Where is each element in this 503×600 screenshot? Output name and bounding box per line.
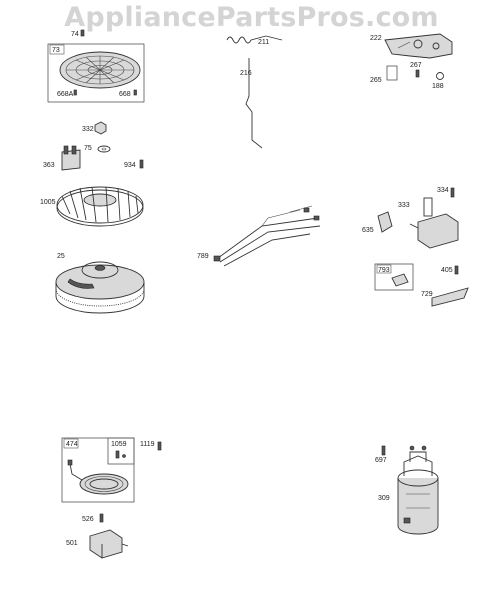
callout-222[interactable]: 222 bbox=[370, 35, 382, 42]
rotating-screen-group: 73 74 668A 668 bbox=[47, 29, 145, 103]
callout-474[interactable]: 474 bbox=[66, 441, 78, 448]
washer-75[interactable] bbox=[97, 145, 111, 153]
wire-harness-group: 789 bbox=[197, 205, 321, 267]
callout-333[interactable]: 333 bbox=[398, 202, 410, 209]
starter-group: 697 309 bbox=[375, 445, 439, 535]
armature-group: 334 333 635 bbox=[362, 187, 459, 249]
wire-harness-789[interactable] bbox=[217, 217, 319, 259]
callout-1119[interactable]: 1119 bbox=[140, 441, 155, 448]
part-box-73 bbox=[47, 43, 145, 103]
callout-729[interactable]: 729 bbox=[421, 291, 433, 298]
screw-1119[interactable] bbox=[157, 441, 162, 451]
rectifier-group: 526 501 bbox=[66, 513, 129, 559]
screw-334[interactable] bbox=[450, 187, 455, 198]
callout-216[interactable]: 216 bbox=[240, 70, 252, 77]
callout-188[interactable]: 188 bbox=[432, 83, 444, 90]
callout-501[interactable]: 501 bbox=[66, 540, 78, 547]
callout-309[interactable]: 309 bbox=[378, 495, 390, 502]
part-box-1059 bbox=[107, 437, 135, 465]
ground-parts-group: 793 405 729 bbox=[374, 263, 469, 307]
callout-25[interactable]: 25 bbox=[57, 253, 65, 260]
alternator-474[interactable] bbox=[79, 473, 129, 495]
callout-334[interactable]: 334 bbox=[437, 187, 449, 194]
screw-526[interactable] bbox=[99, 513, 104, 523]
governor-spring-group: 211 216 bbox=[226, 35, 283, 149]
callout-697[interactable]: 697 bbox=[375, 457, 387, 464]
callout-405[interactable]: 405 bbox=[441, 267, 453, 274]
part-793[interactable] bbox=[391, 273, 409, 287]
callout-789[interactable]: 789 bbox=[197, 253, 209, 260]
screw-697[interactable] bbox=[381, 445, 386, 456]
callout-73[interactable]: 73 bbox=[52, 47, 60, 54]
flywheel-group: 25 bbox=[55, 253, 145, 314]
screw-668a[interactable] bbox=[73, 89, 77, 96]
armature-333[interactable] bbox=[417, 213, 459, 249]
nut-188[interactable] bbox=[436, 72, 444, 80]
fan-group: 1005 bbox=[40, 186, 144, 227]
screw-405[interactable] bbox=[454, 265, 459, 275]
callout-332[interactable]: 332 bbox=[82, 126, 94, 133]
flywheel-hardware-group: 332 75 363 934 bbox=[43, 121, 144, 171]
callout-934[interactable]: 934 bbox=[124, 162, 136, 169]
rectifier-501[interactable] bbox=[89, 529, 123, 559]
control-bracket[interactable] bbox=[384, 33, 453, 59]
callout-75[interactable]: 75 bbox=[84, 145, 92, 152]
alternator-group: 474 1059 1119 bbox=[61, 437, 162, 503]
governor-link[interactable] bbox=[245, 58, 263, 149]
callout-668a[interactable]: 668A bbox=[57, 91, 74, 98]
callout-267[interactable]: 267 bbox=[410, 62, 422, 69]
control-bracket-group: 222 265 267 188 bbox=[370, 33, 453, 90]
plate-729[interactable] bbox=[431, 287, 469, 307]
part-box-793 bbox=[374, 263, 414, 291]
callout-1005[interactable]: 1005 bbox=[40, 199, 56, 206]
nut-332[interactable] bbox=[94, 121, 107, 135]
screw-668[interactable] bbox=[133, 89, 137, 96]
screw-267[interactable] bbox=[415, 69, 420, 78]
callout-74[interactable]: 74 bbox=[71, 31, 79, 38]
part-box-474 bbox=[61, 437, 135, 503]
callout-363[interactable]: 363 bbox=[43, 162, 55, 169]
callout-1059[interactable]: 1059 bbox=[111, 441, 127, 448]
fan-1005[interactable] bbox=[56, 186, 144, 224]
callout-793[interactable]: 793 bbox=[378, 267, 390, 274]
callout-526[interactable]: 526 bbox=[82, 516, 94, 523]
screw-934[interactable] bbox=[139, 159, 144, 169]
governor-spring[interactable] bbox=[226, 36, 252, 44]
callout-635[interactable]: 635 bbox=[362, 227, 374, 234]
callout-265[interactable]: 265 bbox=[370, 77, 382, 84]
screw-74[interactable] bbox=[80, 29, 85, 37]
callout-211[interactable]: 211 bbox=[258, 39, 269, 46]
part-265[interactable] bbox=[386, 65, 398, 81]
callout-668[interactable]: 668 bbox=[119, 91, 131, 98]
connector-635[interactable] bbox=[377, 211, 393, 233]
